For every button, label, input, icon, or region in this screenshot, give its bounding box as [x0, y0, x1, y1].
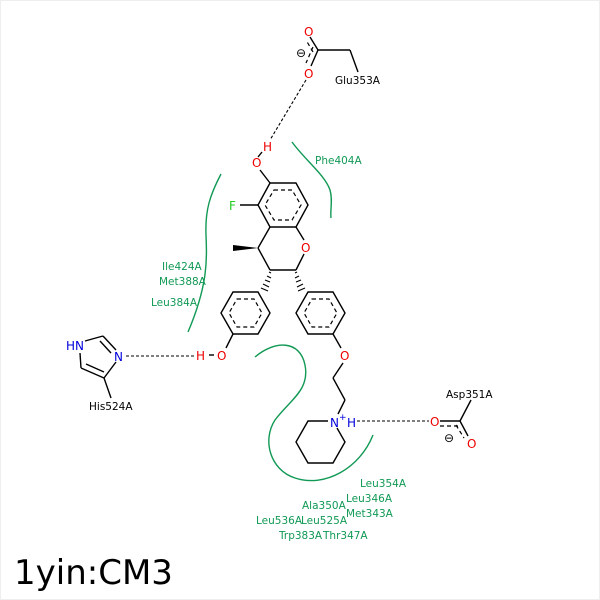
methyl-wedge	[233, 245, 258, 251]
asp-oxygen-1: O	[430, 415, 439, 429]
residue-label-met343: Met343A	[346, 508, 394, 520]
his-bond-3	[103, 361, 117, 379]
glu-bond-co1	[309, 36, 319, 51]
hbond-glu353	[269, 79, 307, 141]
hydrophobic-arc-left	[187, 173, 222, 333]
his-bond-1	[84, 335, 104, 342]
residue-label-phe404: Phe404A	[315, 155, 362, 167]
bond-oh-top	[257, 151, 263, 158]
left-phenyl-ring	[220, 291, 271, 335]
glu-oxygen-2: O	[304, 67, 313, 81]
diagram-title: 1yin:CM3	[14, 553, 173, 593]
bond-o-c-top	[259, 169, 271, 184]
piperidine-nitrogen: N	[330, 416, 339, 430]
residue-label-leu536: Leu536A	[256, 515, 303, 527]
pyran-bond-1	[257, 226, 271, 249]
residue-label-leu346: Leu346A	[346, 493, 393, 505]
pyran-bond-5	[295, 226, 305, 241]
glu-negative-charge-icon: ⊖	[296, 46, 306, 60]
his-n: N	[114, 350, 123, 364]
his524-residue: HN N His524A	[66, 335, 133, 413]
left-hydroxyl-h: H	[196, 349, 205, 363]
residue-label-met388: Met388A	[159, 276, 207, 288]
asp-bond-co2-dashed	[455, 424, 465, 439]
residue-label-ala350: Ala350A	[302, 500, 347, 512]
residue-label-glu353: Glu353A	[335, 75, 381, 87]
asp351-residue: O O ⊖ Asp351A	[430, 389, 493, 451]
left-hydroxyl-o: O	[217, 349, 226, 363]
piperidine-h: H	[347, 416, 356, 430]
residue-label-his524: His524A	[89, 401, 133, 413]
bond-left-c-o	[225, 333, 234, 349]
residue-label-leu525: Leu525A	[301, 515, 348, 527]
hashed-bond-right	[294, 271, 306, 292]
asp-negative-charge-icon: ⊖	[444, 431, 454, 445]
his-bond-4	[80, 367, 105, 379]
his-nh: HN	[66, 339, 84, 353]
residue-label-thr347: Thr347A	[322, 530, 368, 542]
his-bond-4b	[85, 363, 105, 373]
linker-bond-1	[332, 362, 344, 379]
piperidine-plus-charge: +	[339, 413, 347, 423]
asp-bond-cb	[459, 399, 472, 422]
ligand-cm3: H O F O	[196, 140, 356, 464]
right-phenyl-ring	[295, 291, 346, 335]
his-bond-2	[102, 335, 117, 351]
asp-oxygen-2: O	[467, 437, 476, 451]
residue-label-leu384: Leu384A	[151, 297, 198, 309]
right-phenyl-ring-inner	[303, 298, 338, 328]
glu-bond-ch2-label	[349, 49, 359, 73]
glu-oxygen-1: O	[304, 25, 313, 39]
left-phenyl-ring-inner	[228, 298, 263, 328]
his-bond-5	[79, 352, 82, 369]
linker-bond-2	[332, 377, 346, 401]
glu-bond-co2	[310, 49, 319, 67]
ether-oxygen: O	[340, 349, 349, 363]
hydrophobic-arc-phe404	[291, 141, 333, 219]
his-bond-cb	[103, 377, 112, 399]
asp-bond-co2	[459, 420, 469, 437]
linker-bond-3	[337, 399, 346, 415]
residue-label-leu354: Leu354A	[360, 478, 407, 490]
hashed-bond-left	[260, 271, 272, 292]
residue-label-ile424: Ile424A	[162, 261, 203, 273]
residue-label-asp351: Asp351A	[446, 389, 493, 401]
fused-aromatic-ring-inner	[264, 189, 302, 221]
top-hydroxyl-o: O	[252, 156, 261, 170]
residue-label-trp383: Trp383A	[278, 530, 323, 542]
top-hydroxyl-h: H	[263, 140, 272, 154]
piperidine-ring	[295, 420, 346, 464]
glu353-residue: O O ⊖ Glu353A	[296, 25, 381, 87]
pyran-bond-2	[257, 247, 271, 271]
hydrophobic-arc-bottom	[254, 344, 374, 482]
pyran-bond-4	[295, 253, 305, 271]
bond-right-c-o	[332, 333, 342, 349]
glu-bond-co2-dashed	[305, 46, 314, 64]
his-bond-2b	[99, 340, 112, 354]
ring-oxygen: O	[301, 241, 310, 255]
fluorine-atom: F	[229, 199, 236, 213]
